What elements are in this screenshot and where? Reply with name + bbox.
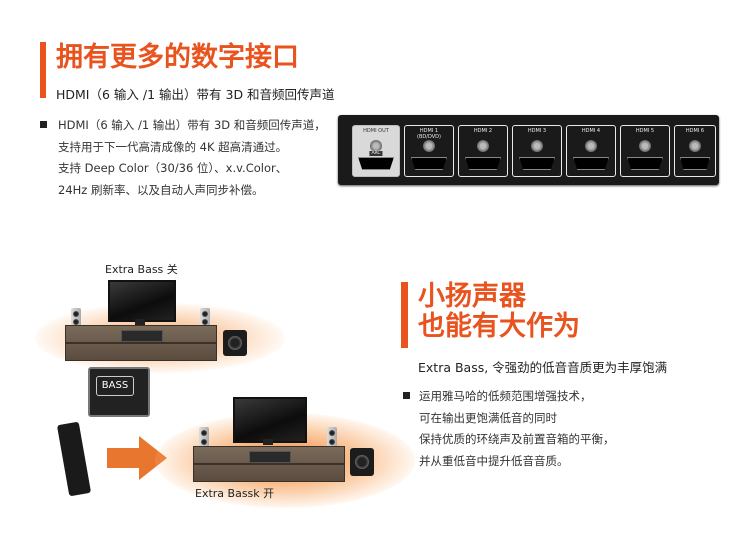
tv-stand — [135, 319, 145, 325]
hdmi-socket-icon — [680, 157, 710, 170]
arrow-right-icon — [107, 436, 167, 480]
extra-bass-feature-line: 运用雅马哈的低频范围增强技术， — [419, 389, 592, 403]
remote-control-icon — [56, 421, 92, 497]
front-speaker-icon — [327, 427, 337, 449]
hdmi-in-port: HDMI 3 — [512, 125, 562, 177]
extra-bass-feature-line: 可在输出更饱满低音的同时 — [419, 410, 557, 425]
hdmi-in-label: HDMI 2 — [473, 128, 493, 134]
section-subtitle-hdmi: HDMI（6 输入 /1 输出）带有 3D 和音频回传声道 — [56, 87, 335, 102]
section-title-small-speaker: 小扬声器 也能有大作为 — [418, 281, 580, 343]
section-title-digital-interfaces: 拥有更多的数字接口 — [56, 42, 299, 73]
hdmi-out-port: HDMI OUT ARC — [352, 125, 400, 177]
screw-icon — [585, 140, 597, 152]
screw-icon — [639, 140, 651, 152]
extra-bass-feature-text: 运用雅马哈的低频范围增强技术， 可在输出更饱满低音的同时 保持优质的环绕声及前置… — [419, 386, 615, 472]
bullet-marker — [403, 392, 410, 399]
hdmi-in-label: HDMI 4 — [581, 128, 601, 134]
title-line-1: 小扬声器 — [418, 281, 526, 312]
hdmi-socket-icon — [411, 157, 447, 170]
screw-icon — [370, 140, 382, 152]
extra-bass-feature-line: 并从重低音中提升低音音质。 — [419, 453, 569, 468]
hdmi-in-port: HDMI 6 — [674, 125, 716, 177]
screw-icon — [531, 140, 543, 152]
extra-bass-on-label: Extra Bassk 开 — [195, 487, 275, 500]
bass-button: BASS — [96, 376, 134, 396]
extra-bass-off-label: Extra Bass 关 — [105, 263, 178, 276]
accent-bar-top — [40, 42, 46, 98]
hdmi-in-label: HDMI 3 — [527, 128, 547, 134]
screw-icon — [689, 140, 701, 152]
hdmi-out-label: HDMI OUT — [363, 128, 389, 134]
hdmi-feature-line: 支持用于下一代高清成像的 4K 超高清通过。 — [58, 139, 288, 154]
hdmi-socket-icon — [627, 157, 663, 170]
section-subtitle-extra-bass: Extra Bass, 令强劲的低音音质更为丰厚饱满 — [418, 360, 668, 375]
subwoofer-icon — [223, 330, 247, 356]
front-speaker-icon — [200, 308, 210, 328]
screw-icon — [423, 140, 435, 152]
bass-button-closeup: BASS — [88, 367, 150, 417]
hdmi-feature-line: HDMI（6 输入 /1 输出）带有 3D 和音频回传声道， — [58, 118, 326, 132]
hdmi-in-port: HDMI 2 — [458, 125, 508, 177]
front-speaker-icon — [71, 308, 81, 328]
front-speaker-icon — [199, 427, 209, 449]
hdmi-feature-text: HDMI（6 输入 /1 输出）带有 3D 和音频回传声道， 支持用于下一代高清… — [58, 115, 326, 201]
hdmi-in-label: HDMI 1 — [419, 128, 439, 134]
bullet-marker — [40, 121, 47, 128]
screw-icon — [477, 140, 489, 152]
extra-bass-illustration: Extra Bass 关 BASS Extr — [35, 263, 415, 525]
av-receiver-icon — [249, 451, 291, 463]
hdmi-in-port: HDMI 1(BD/DVD) — [404, 125, 454, 177]
tv-stand — [263, 439, 273, 445]
subwoofer-icon — [350, 448, 374, 476]
hdmi-feature-line: 24Hz 刷新率、以及自动人声同步补偿。 — [58, 182, 264, 197]
hdmi-feature-line: 支持 Deep Color（30/36 位）、x.v.Color、 — [58, 161, 288, 175]
hdmi-socket-icon — [358, 157, 394, 170]
av-receiver-icon — [121, 330, 163, 342]
tv-cabinet — [193, 446, 345, 482]
hdmi-in-label: HDMI 6 — [685, 128, 705, 134]
hdmi-in-label: HDMI 5 — [635, 128, 655, 134]
hdmi-socket-icon — [465, 157, 501, 170]
hdmi-in-sublabel: (BD/DVD) — [417, 134, 441, 140]
hdmi-in-port: HDMI 4 — [566, 125, 616, 177]
title-line-2: 也能有大作为 — [418, 311, 580, 343]
tv-icon — [108, 280, 176, 322]
hdmi-socket-icon — [519, 157, 555, 170]
tv-cabinet — [65, 325, 217, 361]
extra-bass-feature-line: 保持优质的环绕声及前置音箱的平衡， — [419, 432, 615, 446]
tv-icon — [233, 397, 307, 443]
arc-label: ARC — [369, 151, 383, 156]
hdmi-rear-panel-image: HDMI OUT ARC HDMI 1(BD/DVD) HDMI 2 HDMI … — [338, 115, 719, 185]
hdmi-socket-icon — [573, 157, 609, 170]
accent-bar-bass — [401, 282, 408, 348]
hdmi-in-port: HDMI 5 — [620, 125, 670, 177]
